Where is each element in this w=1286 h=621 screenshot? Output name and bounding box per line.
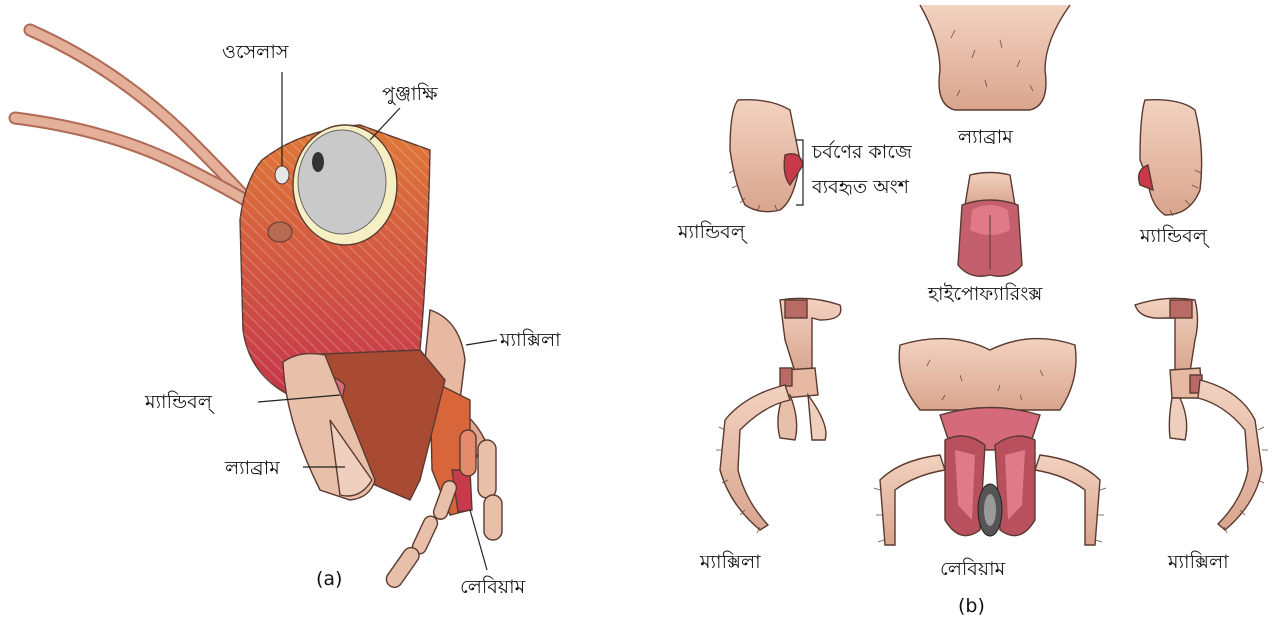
figure-a: ওসেলাস পুঞ্জাক্ষি ম্যাক্সিলা ম্যান্ডিবল্…: [15, 30, 561, 598]
caption-a: (a): [316, 568, 342, 590]
label-labrum: ল্যাব্রাম: [224, 457, 280, 479]
figure-b: ল্যাব্রাম চর্বণের কাজে ব্যবহৃত অংশ ম্যান…: [677, 5, 1268, 617]
compound-eye: [293, 125, 397, 245]
maxillary-palp-a: [383, 479, 458, 591]
label-labrum-b: ল্যাব্রাম: [957, 126, 1013, 148]
antenna-socket: [268, 222, 292, 242]
maxilla-right-b: [1135, 298, 1268, 533]
labium-b: [874, 339, 1106, 545]
label-labium: লেবিয়াম: [460, 576, 526, 598]
leader-maxilla: [466, 340, 497, 345]
label-chewing-part-1: চর্বণের কাজে: [811, 140, 913, 163]
label-mandible-right-b: ম্যান্ডিবল্: [1139, 225, 1210, 248]
antenna-lower: [15, 118, 262, 210]
label-chewing-part-2: ব্যবহৃত অংশ: [811, 176, 910, 198]
label-mandible: ম্যান্ডিবল্: [144, 391, 215, 414]
label-ocellus: ওসেলাস: [222, 41, 289, 63]
ocellus: [275, 166, 289, 184]
label-mandible-left-b: ম্যান্ডিবল্: [677, 221, 748, 244]
label-maxilla: ম্যাক্সিলা: [499, 329, 561, 351]
mandible-left-b: [729, 100, 803, 212]
maxilla-left-b: [716, 298, 841, 533]
caption-b: (b): [958, 595, 985, 617]
mandible-right-b: [1139, 100, 1202, 216]
hypopharynx-b: [958, 173, 1022, 277]
label-labium-b: লেবিয়াম: [940, 558, 1006, 580]
labrum-b: [920, 5, 1070, 110]
label-hypopharynx-b: হাইপোফ্যারিংক্স: [927, 283, 1043, 305]
label-maxilla-left-b: ম্যাক্সিলা: [699, 551, 761, 573]
label-maxilla-right-b: ম্যাক্সিলা: [1167, 551, 1229, 573]
label-compound-eye: পুঞ্জাক্ষি: [382, 83, 438, 105]
